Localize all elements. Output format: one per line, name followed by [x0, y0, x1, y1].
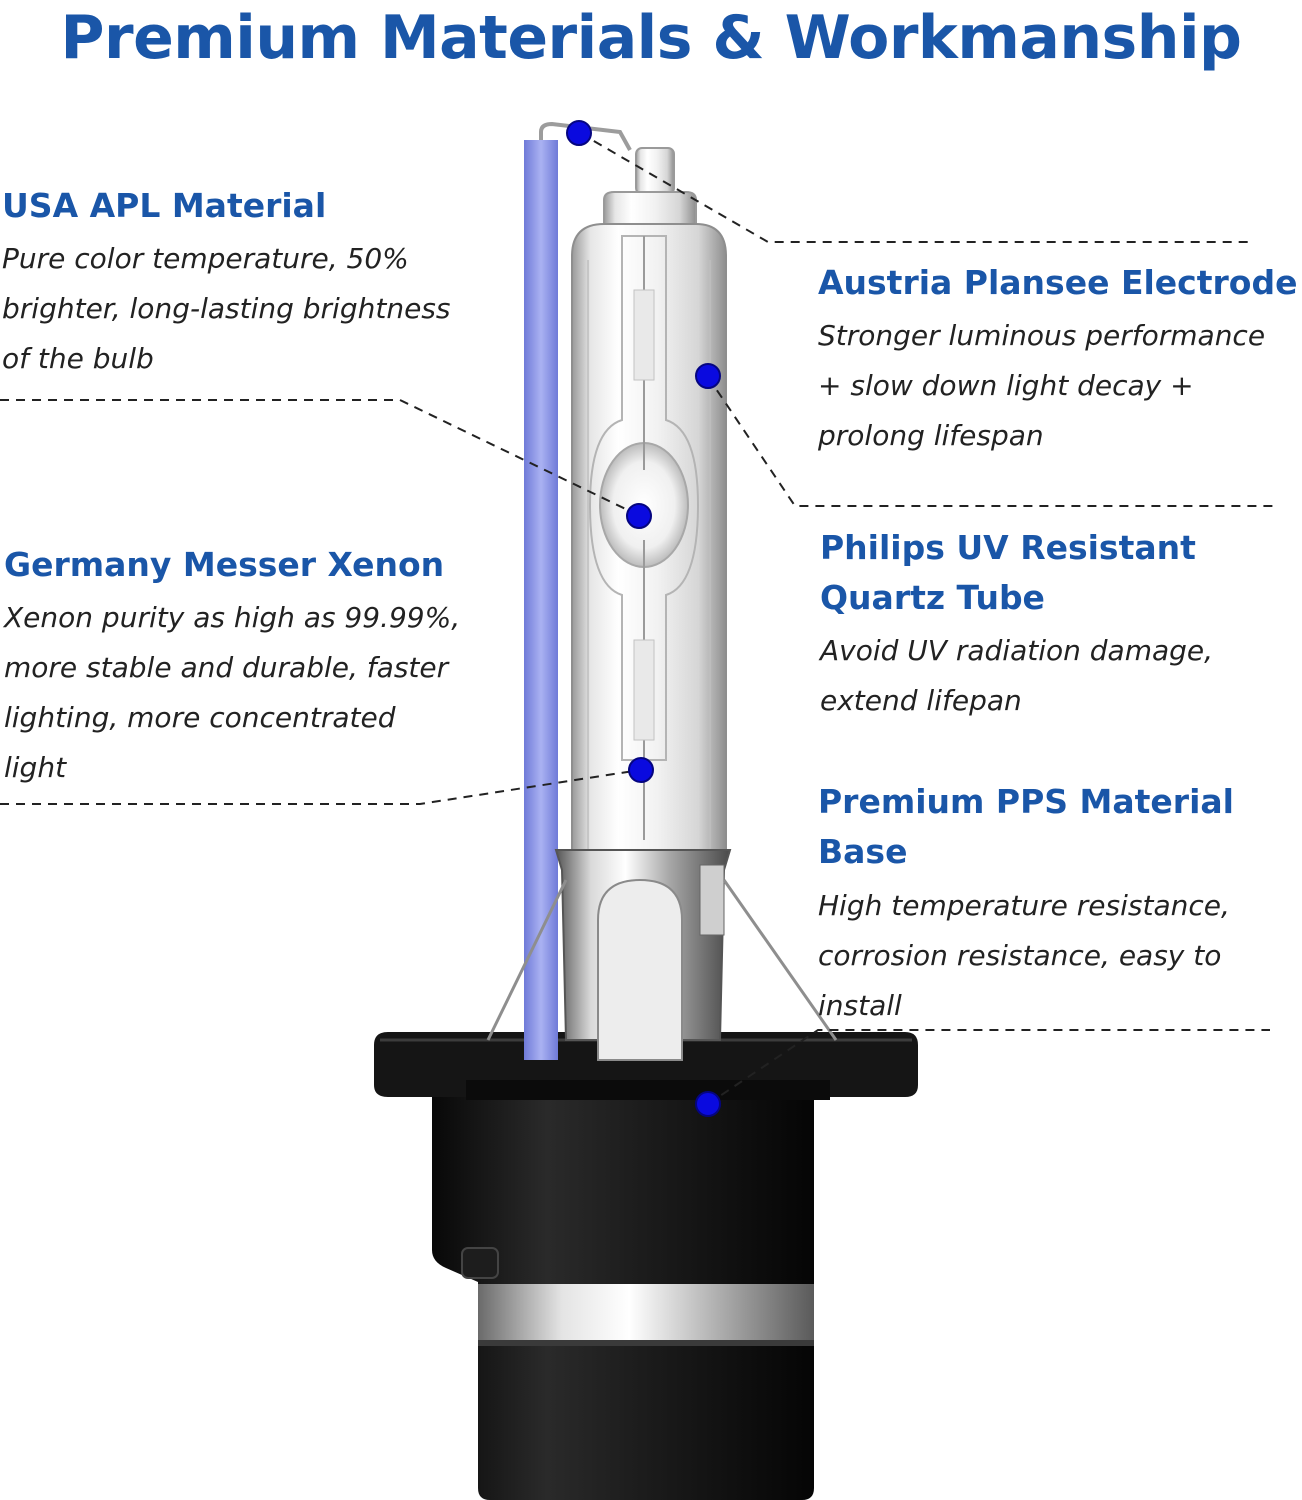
callout-dot-xenon-arc	[626, 503, 652, 529]
page-title: Premium Materials & Workmanship	[60, 3, 1242, 73]
feature-desc-line: Avoid UV radiation damage,	[820, 634, 1214, 667]
callout-dot-apl	[566, 120, 592, 146]
feature-desc-quartz: Avoid UV radiation damage, extend lifepa…	[820, 626, 1213, 726]
feature-desc-line: extend lifepan	[820, 684, 1022, 717]
feature-heading-quartz: Philips UV Resistant Quartz Tube	[820, 523, 1196, 623]
feature-desc-line: install	[818, 989, 902, 1022]
feature-heading-line: Base	[818, 832, 908, 871]
feature-desc-electrode: Stronger luminous performance + slow dow…	[818, 311, 1265, 461]
feature-heading-line: Premium PPS Material	[818, 782, 1234, 821]
feature-desc-line: Xenon purity as high as 99.99%,	[4, 601, 461, 634]
feature-desc-line: lighting, more concentrated	[4, 701, 396, 734]
feature-heading-electrode: Austria Plansee Electrode	[818, 263, 1298, 302]
callout-dots	[566, 120, 721, 1117]
callout-dot-electrode	[695, 363, 721, 389]
feature-heading-line: Philips UV Resistant	[820, 528, 1196, 567]
callout-dot-quartz	[628, 757, 654, 783]
feature-heading-apl: USA APL Material	[2, 186, 327, 225]
quartz-tube	[571, 147, 727, 861]
feature-desc-line: more stable and durable, faster	[4, 651, 449, 684]
feature-heading-xenon: Germany Messer Xenon	[4, 545, 445, 584]
feature-heading-pps: Premium PPS Material Base	[818, 777, 1234, 877]
feature-desc-pps: High temperature resistance, corrosion r…	[818, 881, 1230, 1031]
base-lower-body	[432, 1090, 814, 1500]
feature-desc-line: light	[4, 751, 67, 784]
feature-desc-xenon: Xenon purity as high as 99.99%, more sta…	[4, 593, 460, 793]
leader-lines	[0, 132, 1276, 1105]
metal-clip	[486, 849, 838, 1061]
feature-desc-line: Pure color temperature, 50%	[2, 242, 409, 275]
feature-desc-line: + slow down light decay +	[818, 369, 1194, 402]
feature-desc-line: prolong lifespan	[818, 419, 1044, 452]
feature-desc-line: of the bulb	[2, 342, 154, 375]
callout-dot-pps	[695, 1091, 721, 1117]
feature-desc-line: Stronger luminous performance	[818, 319, 1266, 352]
feature-desc-line: corrosion resistance, easy to	[818, 939, 1222, 972]
feature-desc-line: High temperature resistance,	[818, 889, 1230, 922]
feature-heading-line: Quartz Tube	[820, 578, 1045, 617]
feature-desc-line: brighter, long-lasting brightness	[2, 292, 451, 325]
feature-desc-apl: Pure color temperature, 50% brighter, lo…	[2, 234, 450, 384]
